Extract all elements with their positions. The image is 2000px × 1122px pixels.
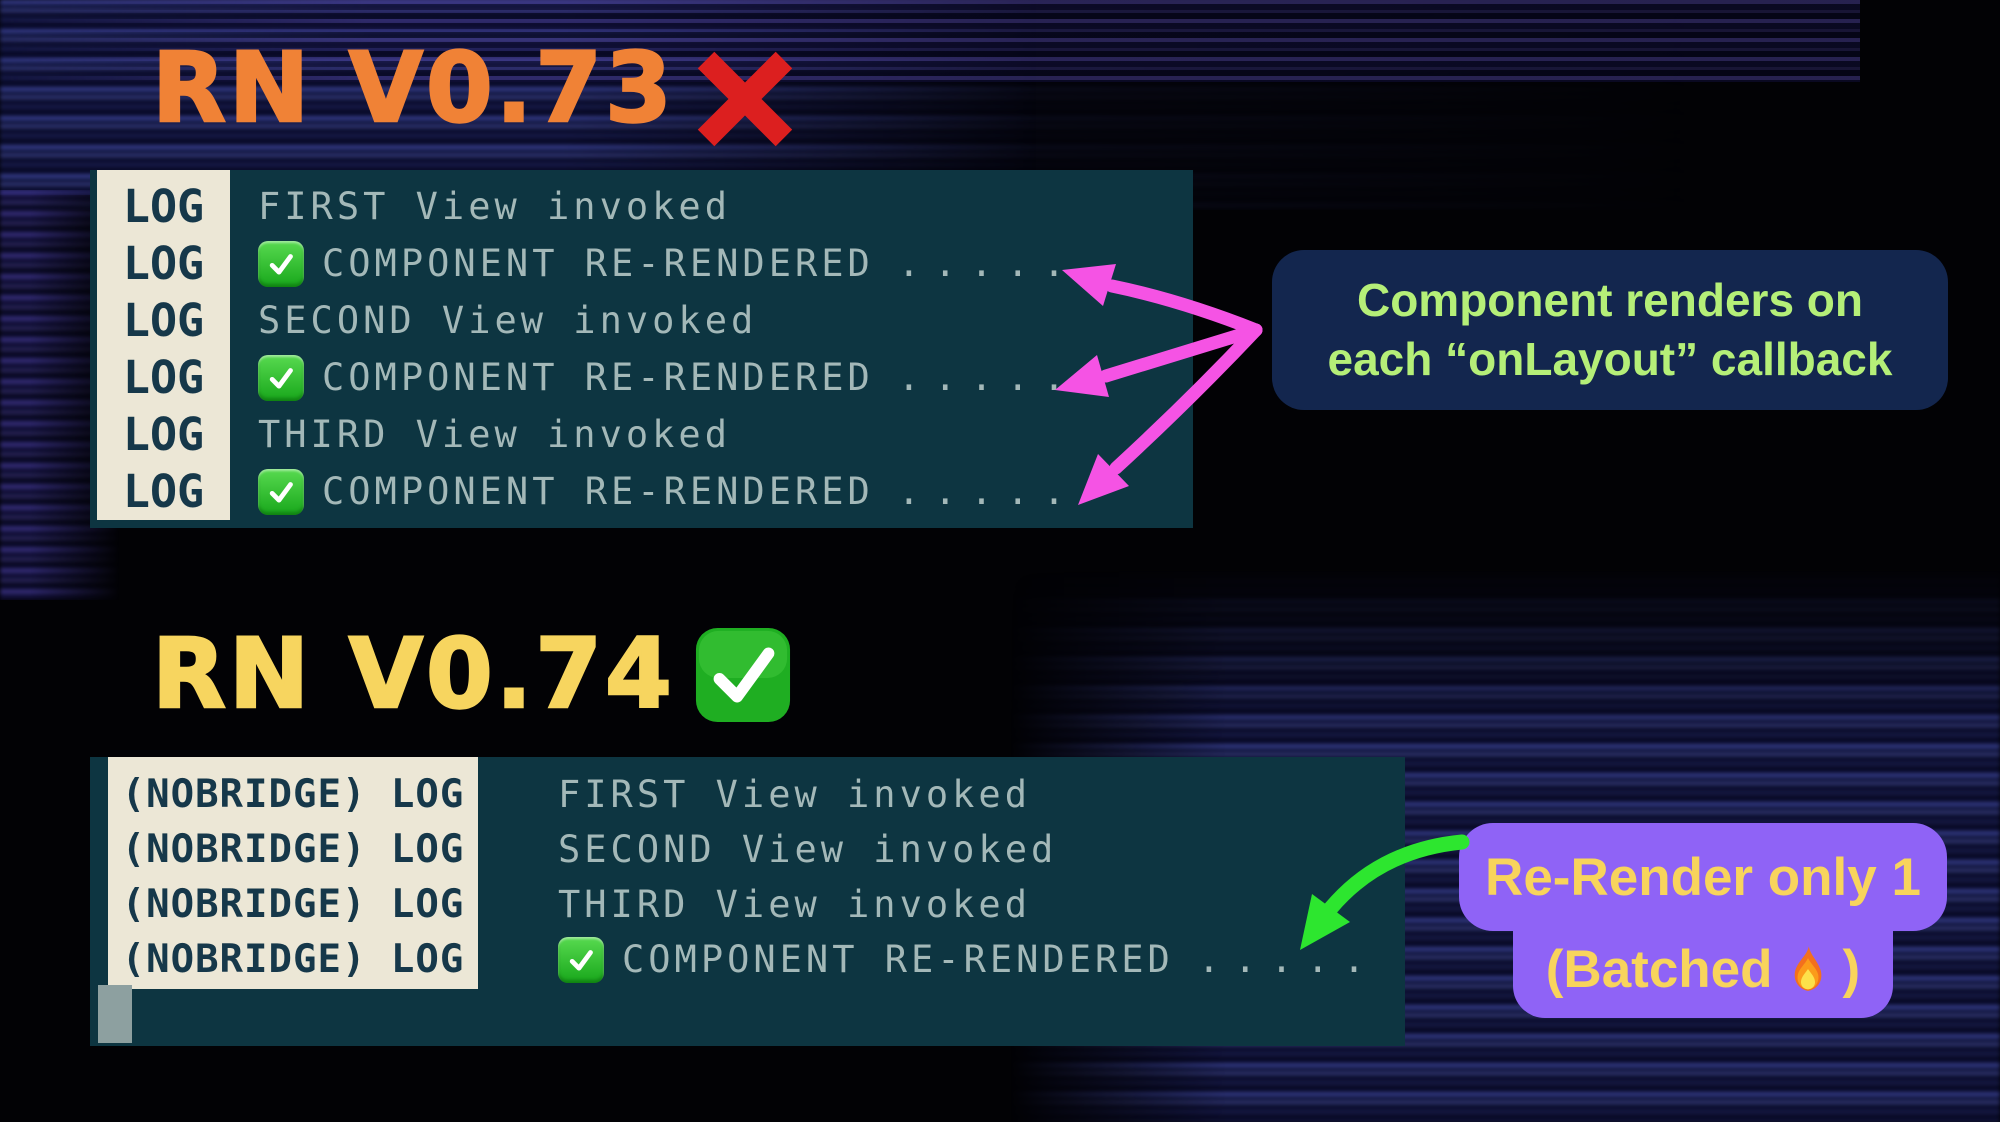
log-gutter-label: (NOBRIDGE) LOG — [121, 882, 465, 927]
log-row: (NOBRIDGE) LOG COMPONENT RE-RENDERED....… — [90, 932, 1405, 987]
log-row: (NOBRIDGE) LOG FIRST View invoked — [90, 767, 1405, 822]
log-message: SECOND View invoked — [258, 299, 758, 342]
log-message: THIRD View invoked — [558, 883, 1031, 926]
log-gutter-label: LOG — [122, 351, 205, 404]
title-rn-v074-text: RN V0.74 — [151, 617, 675, 732]
terminal-panel-v074: (NOBRIDGE) LOG FIRST View invoked (NOBRI… — [90, 757, 1405, 1046]
log-message: COMPONENT RE-RENDERED..... — [258, 354, 1079, 401]
callout-onlayout-line2: each “onLayout” callback — [1327, 333, 1893, 385]
callout-batched-line2-after: ) — [1842, 939, 1861, 999]
callout-onlayout-line1: Component renders on — [1356, 274, 1864, 327]
title-rn-v073-text: RN V0.73 — [151, 31, 675, 146]
log-row: LOG COMPONENT RE-RENDERED..... — [90, 235, 1193, 292]
log-row: LOG FIRST View invoked — [90, 178, 1193, 235]
check-emoji-icon — [258, 354, 304, 401]
log-row: (NOBRIDGE) LOG THIRD View invoked — [90, 877, 1405, 932]
log-gutter-label: LOG — [122, 294, 205, 347]
callout-batched-top: Re-Render only 1 — [1459, 823, 1947, 931]
log-message: COMPONENT RE-RENDERED..... — [258, 240, 1079, 287]
log-message: SECOND View invoked — [558, 828, 1058, 871]
title-rn-v073: RN V0.73 — [151, 31, 675, 146]
check-emoji-icon — [258, 468, 304, 515]
log-message: COMPONENT RE-RENDERED..... — [258, 468, 1079, 515]
log-gutter-label: (NOBRIDGE) LOG — [121, 772, 465, 817]
log-gutter-label: (NOBRIDGE) LOG — [121, 827, 465, 872]
log-gutter-column — [97, 170, 230, 520]
check-mark-icon — [694, 626, 792, 724]
log-gutter-label: LOG — [122, 465, 205, 518]
log-gutter-label: LOG — [122, 237, 205, 290]
check-emoji-icon — [258, 240, 304, 287]
terminal-cursor — [98, 985, 132, 1043]
log-message: FIRST View invoked — [258, 185, 731, 228]
callout-onlayout: Component renders on each “onLayout” cal… — [1272, 250, 1948, 410]
cross-mark-icon — [686, 40, 804, 158]
log-message: THIRD View invoked — [258, 413, 731, 456]
callout-batched-line2-before: (Batched — [1545, 939, 1773, 999]
log-gutter-label: LOG — [122, 180, 205, 233]
callout-batched-line1: Re-Render only 1 — [1485, 847, 1921, 907]
fire-icon — [1783, 942, 1833, 996]
log-row: LOG THIRD View invoked — [90, 406, 1193, 463]
log-row: LOG COMPONENT RE-RENDERED..... — [90, 349, 1193, 406]
log-gutter-label: (NOBRIDGE) LOG — [121, 937, 465, 982]
background-streaks-bottom — [0, 0, 1860, 82]
check-emoji-icon — [558, 936, 604, 983]
log-gutter-label: LOG — [122, 408, 205, 461]
log-row: LOG SECOND View invoked — [90, 292, 1193, 349]
callout-batched-bottom: (Batched ) — [1513, 920, 1893, 1018]
log-message: COMPONENT RE-RENDERED..... — [558, 936, 1379, 983]
terminal-panel-v073: LOG FIRST View invoked LOG COMPONENT RE-… — [90, 170, 1193, 528]
log-row: LOG COMPONENT RE-RENDERED..... — [90, 463, 1193, 520]
log-gutter-column — [108, 757, 478, 989]
log-message: FIRST View invoked — [558, 773, 1031, 816]
log-row: (NOBRIDGE) LOG SECOND View invoked — [90, 822, 1405, 877]
title-rn-v074: RN V0.74 — [151, 617, 675, 732]
